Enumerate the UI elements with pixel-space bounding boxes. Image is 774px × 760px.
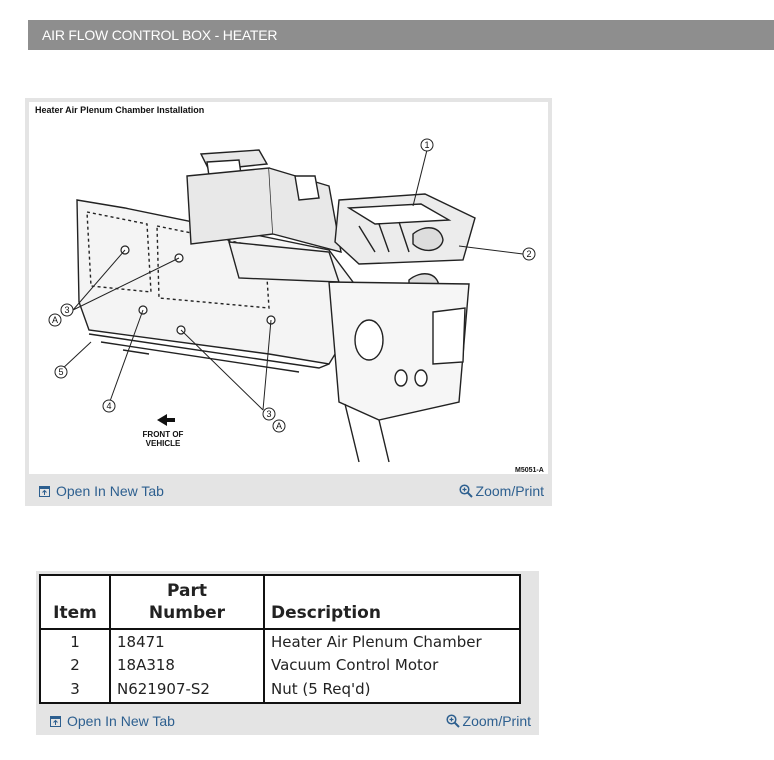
firewall-panel xyxy=(76,199,360,373)
zoom-icon xyxy=(458,484,473,498)
open-new-tab-label: Open In New Tab xyxy=(67,713,175,729)
callout-4: 4 xyxy=(106,401,111,411)
header-part-line2: Number xyxy=(148,603,226,623)
parts-table-image: Item Part Number Description 1 18471 Hea… xyxy=(39,574,521,705)
table-row: 3 N621907-S2 Nut (5 Req'd) xyxy=(39,677,521,705)
figure-footer: Open In New Tab Zoom/Print xyxy=(25,476,552,506)
callouts: 1 2 3 3 4 5 A A xyxy=(48,138,536,433)
row-item: 2 xyxy=(39,654,111,678)
table-row: 1 18471 Heater Air Plenum Chamber xyxy=(39,629,521,654)
section-title: AIR FLOW CONTROL BOX - HEATER xyxy=(28,20,774,50)
open-new-tab-link[interactable]: Open In New Tab xyxy=(39,483,164,499)
row-part: 18471 xyxy=(109,629,265,654)
callout-5: 5 xyxy=(58,367,63,377)
header-part-number: Part Number xyxy=(109,574,265,630)
front-label-2: VEHICLE xyxy=(146,439,181,448)
front-arrow-icon xyxy=(157,414,175,426)
table-footer: Open In New Tab Zoom/Print xyxy=(36,707,539,735)
diagram-svg: Heater Air Plenum Chamber Installation xyxy=(35,105,544,474)
callout-A1: A xyxy=(52,315,58,325)
duct-assembly xyxy=(328,193,476,463)
open-new-tab-link[interactable]: Open In New Tab xyxy=(50,713,175,729)
leader-lines xyxy=(60,149,524,411)
zoom-print-link[interactable]: Zoom/Print xyxy=(458,483,544,499)
header-description: Description xyxy=(263,574,521,630)
header-item: Item xyxy=(39,574,111,630)
parts-table-card: Item Part Number Description 1 18471 Hea… xyxy=(36,571,539,735)
row-part: 18A318 xyxy=(109,654,265,678)
front-label-1: FRONT OF xyxy=(143,430,184,439)
plenum-diagram: Heater Air Plenum Chamber Installation xyxy=(29,102,548,474)
table-row: 2 18A318 Vacuum Control Motor xyxy=(39,654,521,678)
zoom-print-label: Zoom/Print xyxy=(475,483,544,499)
figure-card: Heater Air Plenum Chamber Installation xyxy=(25,98,552,506)
figure-code: M5051-A xyxy=(515,467,544,474)
zoom-icon xyxy=(445,714,460,728)
callout-3a: 3 xyxy=(64,305,69,315)
row-description: Heater Air Plenum Chamber xyxy=(263,629,521,654)
row-item: 3 xyxy=(39,677,111,705)
row-item: 1 xyxy=(39,629,111,654)
new-tab-icon xyxy=(50,715,61,727)
parts-table: Item Part Number Description 1 18471 Hea… xyxy=(39,574,521,705)
open-new-tab-label: Open In New Tab xyxy=(56,483,164,499)
callout-1: 1 xyxy=(424,140,429,150)
plenum-housing xyxy=(186,149,342,283)
callout-2: 2 xyxy=(526,249,531,259)
callout-A2: A xyxy=(276,421,282,431)
figure-title: Heater Air Plenum Chamber Installation xyxy=(35,105,204,115)
callout-3b: 3 xyxy=(266,409,271,419)
row-description: Nut (5 Req'd) xyxy=(263,677,521,705)
zoom-print-label: Zoom/Print xyxy=(462,713,531,729)
table-header-row: Item Part Number Description xyxy=(39,574,521,630)
row-part: N621907-S2 xyxy=(109,677,265,705)
row-description: Vacuum Control Motor xyxy=(263,654,521,678)
new-tab-icon xyxy=(39,485,50,497)
header-part-line1: Part xyxy=(167,581,207,601)
zoom-print-link[interactable]: Zoom/Print xyxy=(445,713,531,729)
